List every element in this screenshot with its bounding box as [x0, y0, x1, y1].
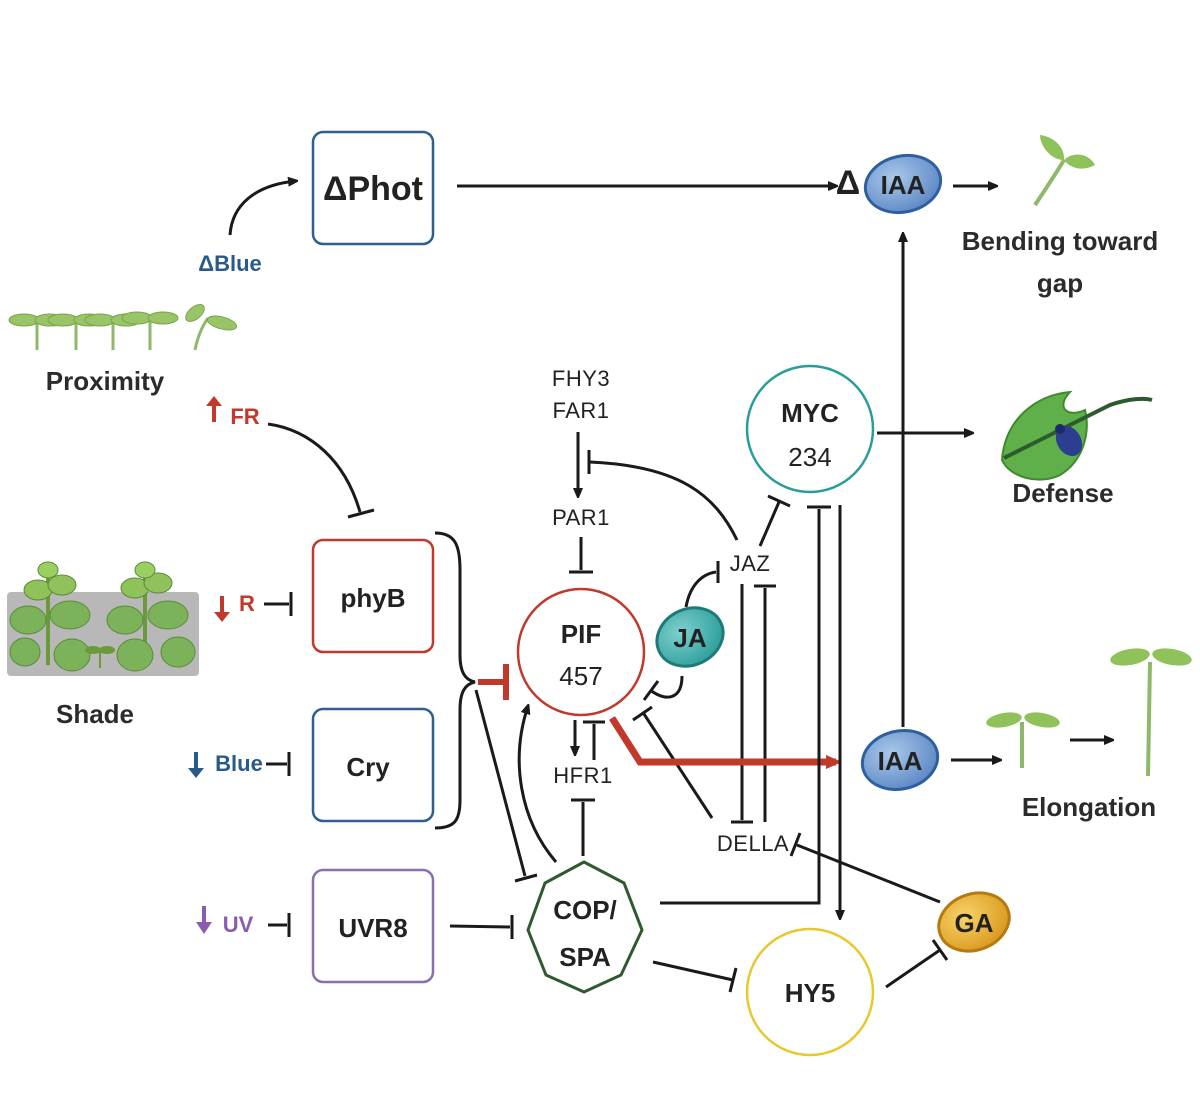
iaa-mid-label: IAA — [878, 746, 923, 776]
elongation-seedlings-icon — [986, 648, 1192, 777]
fhy3-label: FHY3 — [552, 366, 610, 391]
uvr8-inhibit-cop-line — [449, 924, 511, 929]
r-label: R — [239, 591, 255, 616]
cop-inhibit-hy5-line — [652, 960, 734, 982]
myc-label: MYC — [781, 398, 839, 428]
iaa-top-node — [863, 153, 943, 215]
pif-label: PIF — [561, 619, 601, 649]
ja-inhibit-jaz-line — [684, 570, 717, 608]
iaa-top-delta: Δ — [836, 164, 860, 202]
bending-seedling-icon — [1033, 135, 1095, 207]
ga-label: GA — [955, 908, 994, 938]
fr-inhibit-line — [267, 422, 362, 513]
ja-inhibit-pif-bar — [642, 680, 660, 701]
uvr8-label: UVR8 — [338, 913, 407, 943]
par1-label: PAR1 — [552, 505, 610, 530]
delta-blue-arrow — [228, 181, 296, 236]
far1-label: FAR1 — [552, 398, 609, 423]
myc-node — [745, 364, 875, 494]
ja-label: JA — [673, 623, 706, 653]
jaz-inhibit-myc-bar — [767, 494, 791, 508]
ga-inhibit-della-line — [796, 843, 941, 904]
fr-inhibit-bar — [347, 508, 375, 519]
jaz-inhibit-far1-line — [589, 460, 739, 541]
pif-number: 457 — [559, 661, 602, 691]
photoreceptor-brace — [434, 531, 476, 830]
cry-label: Cry — [346, 752, 390, 782]
iaa-top-label: IAA — [881, 170, 926, 200]
shade-plants-icon — [7, 561, 199, 676]
r-down-arrow-icon — [214, 612, 230, 622]
photoreceptor-inhibit-cop-bar — [514, 873, 538, 883]
pif-node — [516, 587, 646, 717]
uvr8-box — [311, 868, 435, 984]
hfr1-label: HFR1 — [553, 763, 612, 788]
blue-down-arrow-icon — [188, 768, 204, 778]
proximity-seedlings-icon — [8, 304, 238, 351]
blue-label: Blue — [215, 751, 263, 776]
myc-number: 234 — [788, 442, 831, 472]
cop-inhibit-hy5-bar — [728, 967, 738, 993]
jaz-inhibit-myc-line — [758, 501, 781, 547]
ga-node — [937, 891, 1011, 953]
defense-label: Defense — [1012, 478, 1113, 508]
cop-label-line2: SPA — [559, 942, 611, 972]
fr-label: FR — [230, 404, 259, 429]
cop-to-pif-arrow — [517, 706, 558, 863]
phot-box — [311, 130, 435, 246]
leaf-beetle-icon — [1000, 390, 1153, 481]
ja-inhibit-pif-line — [649, 675, 684, 699]
phyb-box — [311, 538, 435, 654]
ja-node — [655, 606, 725, 668]
della-label: DELLA — [717, 831, 789, 856]
shade-label: Shade — [56, 699, 134, 729]
uv-label: UV — [223, 912, 254, 937]
uv-down-arrow-icon — [196, 922, 212, 934]
hy5-node — [745, 927, 875, 1057]
bending-label-line2: gap — [1037, 268, 1083, 298]
photoreceptor-inhibit-cop-line — [474, 689, 527, 877]
jaz-label: JAZ — [730, 551, 771, 576]
phyb-label: phyB — [341, 583, 406, 613]
ga-inhibit-della-bar — [789, 832, 802, 857]
fr-up-arrow-icon — [206, 396, 222, 406]
hy5-inhibit-ga-line — [885, 948, 941, 989]
pif-to-iaa-arrow — [609, 716, 836, 762]
hy5-label: HY5 — [785, 978, 836, 1008]
hy5-inhibit-ga-bar — [931, 939, 949, 961]
delta-blue-label: ΔBlue — [198, 251, 262, 276]
cop-label-line1: COP/ — [553, 895, 617, 925]
bending-label-line1: Bending toward — [962, 226, 1158, 256]
iaa-mid-node — [860, 729, 940, 791]
proximity-label: Proximity — [46, 366, 165, 396]
della-inhibit-pif-bar — [632, 705, 653, 722]
cry-box — [311, 707, 435, 823]
elongation-label: Elongation — [1022, 792, 1156, 822]
phot-label: ΔPhot — [323, 170, 423, 208]
cop-spa-node — [526, 860, 644, 994]
della-inhibit-pif-line — [642, 713, 714, 819]
cop-inhibit-myc-line — [660, 509, 821, 905]
